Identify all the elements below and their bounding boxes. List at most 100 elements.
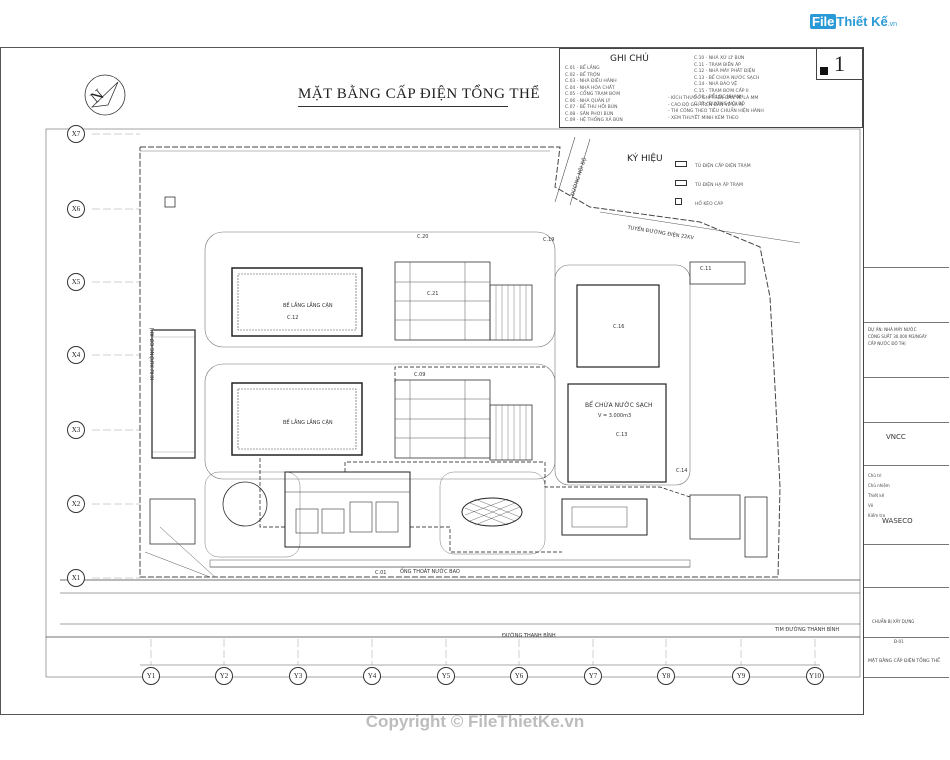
project-line: CÔNG SUẤT 30.000 M3/NGÀY: [868, 334, 927, 339]
title-block-divider: [864, 267, 949, 268]
company-name: WASECO: [882, 517, 913, 525]
cable-pit-icon: [675, 198, 682, 205]
tag-c11: C.11: [700, 266, 712, 272]
symbol-label: HỐ KÉO CÁP: [695, 202, 724, 207]
legend-item: C.05 - CỔNG TRẠM BƠM: [565, 92, 621, 97]
title-block-divider: [864, 465, 949, 466]
legend-item: C.04 - NHÀ HÓA CHẤT: [565, 85, 615, 91]
tag-c16: C.16: [613, 324, 625, 330]
legend-right-list: C.10 - NHÀ XỬ LÝ BÙN C.11 - TRẠM BIẾN ÁP…: [694, 56, 759, 108]
legend-title: GHI CHÚ: [610, 54, 649, 64]
grid-row-x1: X1: [67, 569, 85, 587]
legend-note: - CAO ĐỘ GHI TRÊN BẢN VẼ LÀ M: [668, 102, 744, 108]
legend-item: C.15 - TRẠM BƠM CẤP II: [694, 88, 749, 94]
symbol-label: TỦ ĐIỆN HẠ ÁP TRẠM: [695, 183, 743, 188]
legend-left-list: C.01 - BỂ LẮNG C.02 - BỂ TRỘN C.03 - NHÀ…: [565, 66, 623, 125]
left-building-label: KHU XƯỞNG CƠ KHÍ: [150, 328, 156, 380]
tag-c20: C.20: [417, 234, 429, 240]
grid-row-x4: X4: [67, 346, 85, 364]
sign-row: Chủ nhiệm: [868, 483, 890, 488]
tag-c19: C.19: [543, 237, 555, 243]
clean-tank-label: BỂ CHỨA NƯỚC SẠCH: [585, 402, 653, 409]
grid-col-y5: Y5: [437, 667, 455, 685]
sheet-marker-square: [820, 67, 828, 75]
grid-row-x2: X2: [67, 495, 85, 513]
title-block-divider: [864, 377, 949, 378]
sign-row: Thiết kế: [868, 493, 885, 498]
tank-1-label: BỂ LẮNG LẮNG CẶN: [283, 303, 333, 309]
legend-item: C.13 - BỂ CHỨA NƯỚC SẠCH: [694, 75, 760, 81]
legend-item: C.16 - BỂ LỌC NHANH: [694, 95, 744, 100]
legend-item: C.02 - BỂ TRỘN: [565, 72, 600, 78]
title-underline: [298, 106, 508, 107]
grid-col-y4: Y4: [363, 667, 381, 685]
grid-col-y3: Y3: [289, 667, 307, 685]
title-block-divider: [864, 544, 949, 545]
site-plan: [45, 74, 861, 678]
tag-c01: C.01: [375, 570, 387, 576]
sign-row: Chủ trì: [868, 473, 882, 478]
sign-row: Kiểm tra: [868, 513, 886, 518]
clean-tank-volume: V = 3.000m3: [598, 413, 632, 419]
stage-label: CHUẨN BỊ XÂY DỰNG: [872, 619, 915, 624]
symbols-title: KÝ HIỆU: [627, 154, 663, 164]
tag-c14: C.14: [676, 468, 688, 474]
drawing-title: MẶT BẰNG CẤP ĐIỆN TỔNG THỂ: [298, 86, 541, 102]
brand-file: File: [810, 14, 837, 29]
symbols-list: TỦ ĐIỆN CẤP ĐIỆN TRẠM TỦ ĐIỆN HẠ ÁP TRẠM…: [675, 155, 751, 212]
title-block-divider: [864, 637, 949, 638]
drawing-name: MẶT BẰNG CẤP ĐIỆN TỔNG THỂ: [868, 659, 940, 664]
legend-item: C.09 - HỆ THỐNG XẢ BÙN: [565, 118, 623, 123]
title-block-divider: [864, 587, 949, 588]
project-line: DỰ ÁN: NHÀ MÁY NƯỚC: [868, 327, 917, 332]
grid-row-x6: X6: [67, 200, 85, 218]
legend-item: C.08 - SÂN PHƠI BÙN: [565, 111, 614, 117]
grid-col-y6: Y6: [510, 667, 528, 685]
title-block-divider: [864, 677, 949, 678]
owner-name: VNCC: [886, 433, 906, 441]
title-block-divider: [864, 322, 949, 323]
legend-box: [559, 48, 863, 128]
legend-item: C.01 - BỂ LẮNG: [565, 66, 600, 71]
brand-domain: .vn: [887, 21, 898, 28]
grid-col-y2: Y2: [215, 667, 233, 685]
sheet-number-box: 1: [816, 48, 863, 80]
brand-name: Thiết Kế: [836, 14, 888, 29]
legend-item: C.12 - NHÀ MÁY PHÁT ĐIỆN: [694, 69, 755, 74]
tag-c13: C.13: [616, 432, 628, 438]
sheet-number: 1: [834, 51, 845, 76]
sign-row: Vẽ: [868, 503, 874, 508]
grid-col-y10: Y10: [806, 667, 824, 685]
tag-c12: C.12: [287, 315, 299, 321]
tag-c09: C.09: [414, 372, 426, 378]
lv-panel-symbol-icon: [675, 180, 687, 186]
grid-row-x5: X5: [67, 273, 85, 291]
grid-row-x3: X3: [67, 421, 85, 439]
road-right-label: TIM ĐƯỜNG THANH BÌNH: [775, 627, 840, 633]
legend-item: C.10 - NHÀ XỬ LÝ BÙN: [694, 56, 745, 61]
sheet-code: Đ-01: [894, 639, 904, 644]
legend-item: C.14 - NHÀ BẢO VỆ: [694, 82, 738, 87]
title-block: DỰ ÁN: NHÀ MÁY NƯỚC CÔNG SUẤT 30.000 M3/…: [863, 47, 949, 715]
title-block-divider: [864, 422, 949, 423]
grid-col-y8: Y8: [657, 667, 675, 685]
legend-note: - THI CÔNG THEO TIÊU CHUẨN HIỆN HÀNH: [668, 109, 764, 114]
road-bottom-label: ĐƯỜNG THANH BÌNH: [502, 633, 556, 639]
legend-item: C.11 - TRẠM BIẾN ÁP: [694, 62, 741, 68]
panel-symbol-icon: [675, 161, 687, 167]
grid-col-y9: Y9: [732, 667, 750, 685]
legend-item: C.07 - BỂ THU HỒI BÙN: [565, 105, 618, 110]
legend-notes: - KÍCH THƯỚC GHI TRÊN BẢN VẼ LÀ MM - CAO…: [668, 96, 764, 122]
legend-note: - XEM THUYẾT MINH KÈM THEO: [668, 115, 739, 121]
project-line: CẤP NƯỚC ĐÔ THỊ: [868, 341, 906, 346]
legend-item: C.17 - ĐƯỜNG NỘI BỘ: [694, 101, 745, 107]
legend-item: C.03 - NHÀ ĐIỀU HÀNH: [565, 79, 617, 84]
pipe-bottom-label: ỐNG THOÁT NƯỚC BAO: [400, 569, 460, 575]
legend-item: C.06 - NHÀ QUẢN LÝ: [565, 98, 611, 104]
copyright-watermark: Copyright © FileThietKe.vn: [365, 712, 585, 731]
grid-col-y7: Y7: [584, 667, 602, 685]
symbol-label: TỦ ĐIỆN CẤP ĐIỆN TRẠM: [695, 164, 751, 169]
tag-c21: C.21: [427, 291, 439, 297]
tank-2-label: BỂ LẮNG LẮNG CẶN: [283, 420, 333, 426]
legend-note: - KÍCH THƯỚC GHI TRÊN BẢN VẼ LÀ MM: [668, 96, 759, 101]
